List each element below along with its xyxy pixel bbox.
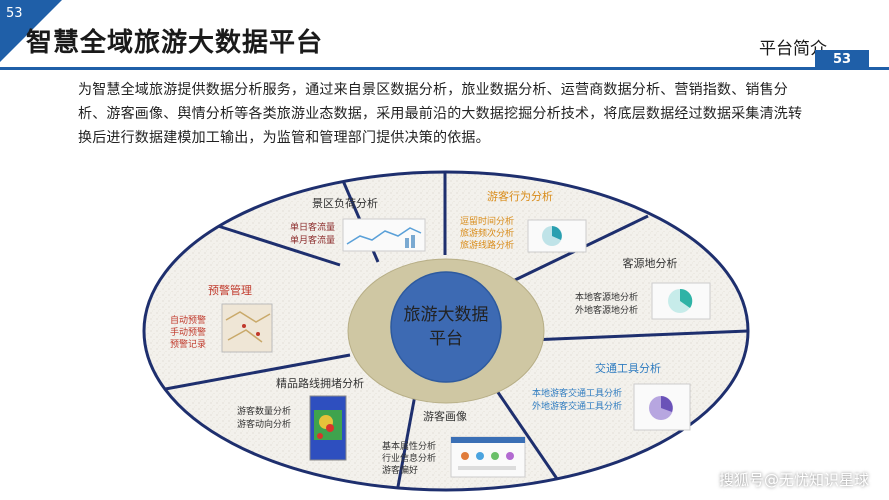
warning-item: 自动预警 (170, 314, 206, 326)
corner-tab (0, 0, 62, 62)
portrait-thumbnail (450, 436, 526, 478)
transport-item: 本地游客交通工具分析 (532, 387, 622, 399)
tourist-behavior-item: 旅游线路分析 (460, 239, 514, 251)
section-title-route: 精品路线拥堵分析 (276, 376, 364, 390)
scenic-load-thumbnail (342, 218, 426, 252)
page-subtitle: 平台简介 (759, 39, 827, 59)
warning-item: 手动预警 (170, 326, 206, 338)
source-item: 外地客源地分析 (575, 304, 638, 316)
scenic-load-item: 单日客流量 (290, 221, 335, 233)
portrait-item: 基本属性分析 (382, 440, 436, 452)
page-badge: 53 (815, 50, 869, 70)
watermark: 搜狐号@无忧知识星球 (718, 471, 869, 489)
warning-map-thumbnail (221, 303, 273, 353)
transport-thumbnail (633, 383, 691, 431)
portrait-item: 行业信息分析 (382, 452, 436, 464)
center-label-line1: 旅游大数据 (404, 305, 489, 325)
scenic-load-item: 单月客流量 (290, 234, 335, 246)
header-divider (0, 67, 889, 70)
section-title-warning: 预警管理 (208, 283, 252, 297)
tourist-behavior-item: 旅游频次分析 (460, 227, 514, 239)
center-circle (390, 271, 502, 383)
center-label-line2: 平台 (429, 329, 463, 349)
section-title-portrait: 游客画像 (423, 409, 467, 423)
intro-paragraph: 为智慧全域旅游提供数据分析服务，通过来自景区数据分析，旅业数据分析、运营商数据分… (78, 82, 803, 146)
tourist-behavior-thumbnail (527, 219, 587, 253)
section-title-transport: 交通工具分析 (595, 361, 661, 375)
source-item: 本地客源地分析 (575, 291, 638, 303)
portrait-item: 游客偏好 (382, 464, 418, 476)
warning-item: 预警记录 (170, 338, 206, 350)
section-title-source: 客源地分析 (623, 256, 678, 270)
route-item: 游客动向分析 (237, 418, 291, 430)
route-item: 游客数量分析 (237, 405, 291, 417)
page-title: 智慧全域旅游大数据平台 (26, 28, 324, 58)
tourist-behavior-item: 逗留时间分析 (460, 215, 514, 227)
transport-item: 外地游客交通工具分析 (532, 400, 622, 412)
corner-page-number: 53 (6, 6, 23, 21)
section-title-tourist-behavior: 游客行为分析 (487, 189, 553, 203)
route-heatmap-thumbnail (309, 395, 347, 461)
section-title-scenic-load: 景区负荷分析 (312, 196, 378, 210)
source-thumbnail (651, 282, 711, 320)
